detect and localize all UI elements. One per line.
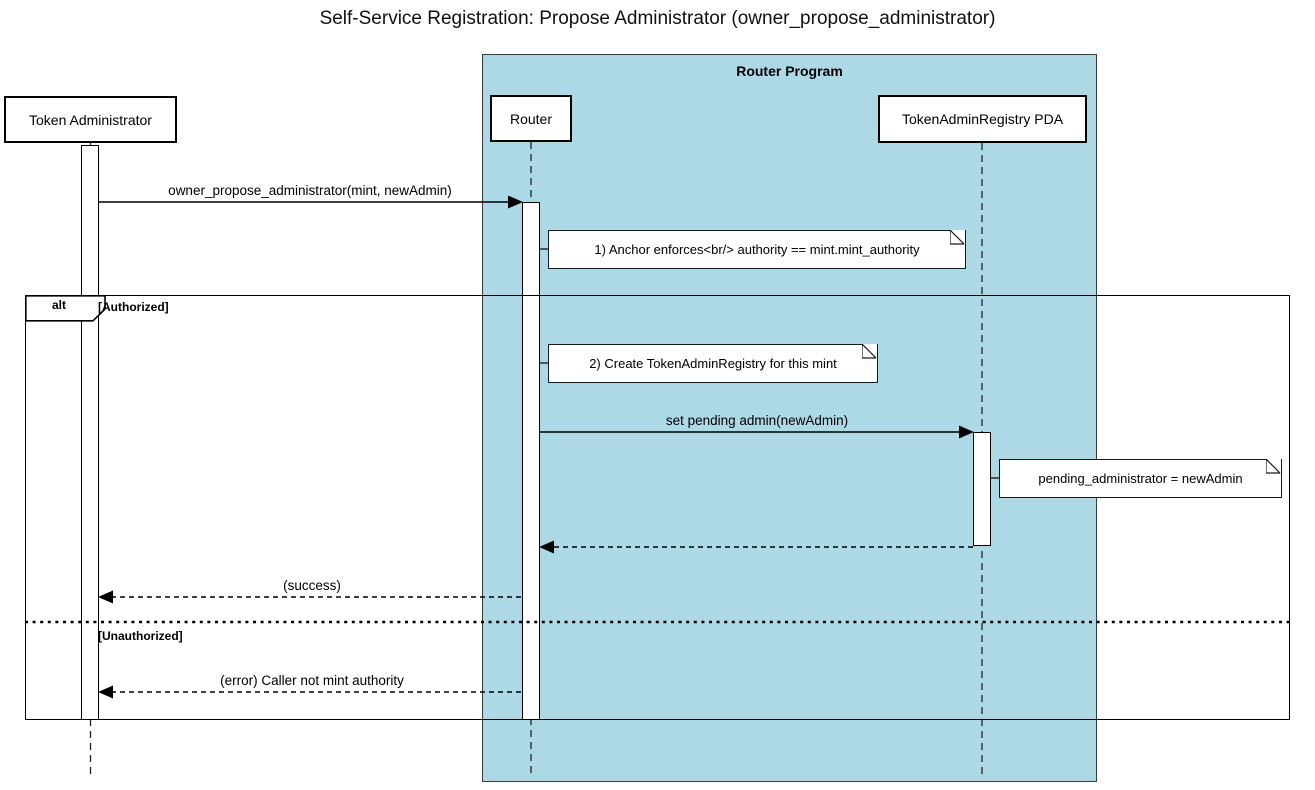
note-pending-administrator-text: pending_administrator = newAdmin: [1038, 471, 1243, 486]
note-create-registry-text: 2) Create TokenAdminRegistry for this mi…: [589, 356, 837, 371]
note-fold-icon: [950, 229, 966, 245]
participant-router: Router: [490, 95, 572, 142]
diagram-title: Self-Service Registration: Propose Admin…: [319, 8, 996, 29]
alt-operator-pentagon: [25, 295, 106, 322]
note-fold-icon: [1266, 458, 1282, 474]
note-create-registry: 2) Create TokenAdminRegistry for this mi…: [548, 343, 878, 383]
guard-authorized: [Authorized]: [98, 300, 169, 314]
message-label-error: (error) Caller not mint authority: [220, 673, 404, 688]
router-program-container: [482, 54, 1097, 782]
alt-frame: [25, 295, 1290, 720]
note-anchor-enforces: 1) Anchor enforces<br/> authority == min…: [548, 229, 966, 269]
note-fold-icon: [862, 343, 878, 359]
guard-unauthorized: [Unauthorized]: [98, 629, 183, 643]
note-anchor-enforces-text: 1) Anchor enforces<br/> authority == min…: [594, 242, 920, 257]
message-label-set-pending-admin: set pending admin(newAdmin): [665, 413, 849, 428]
participant-token-administrator-label: Token Administrator: [29, 111, 152, 128]
message-label-success: (success): [283, 578, 341, 593]
note-pending-administrator: pending_administrator = newAdmin: [999, 458, 1282, 498]
participant-token-admin-registry-pda: TokenAdminRegistry PDA: [878, 95, 1087, 143]
alt-operator-label: alt: [51, 298, 66, 312]
router-program-label: Router Program: [736, 63, 843, 79]
message-label-owner-propose-administrator: owner_propose_administrator(mint, newAdm…: [168, 183, 452, 198]
participant-router-label: Router: [509, 110, 553, 127]
participant-token-administrator: Token Administrator: [4, 96, 177, 143]
participant-token-admin-registry-pda-label: TokenAdminRegistry PDA: [901, 111, 1064, 127]
